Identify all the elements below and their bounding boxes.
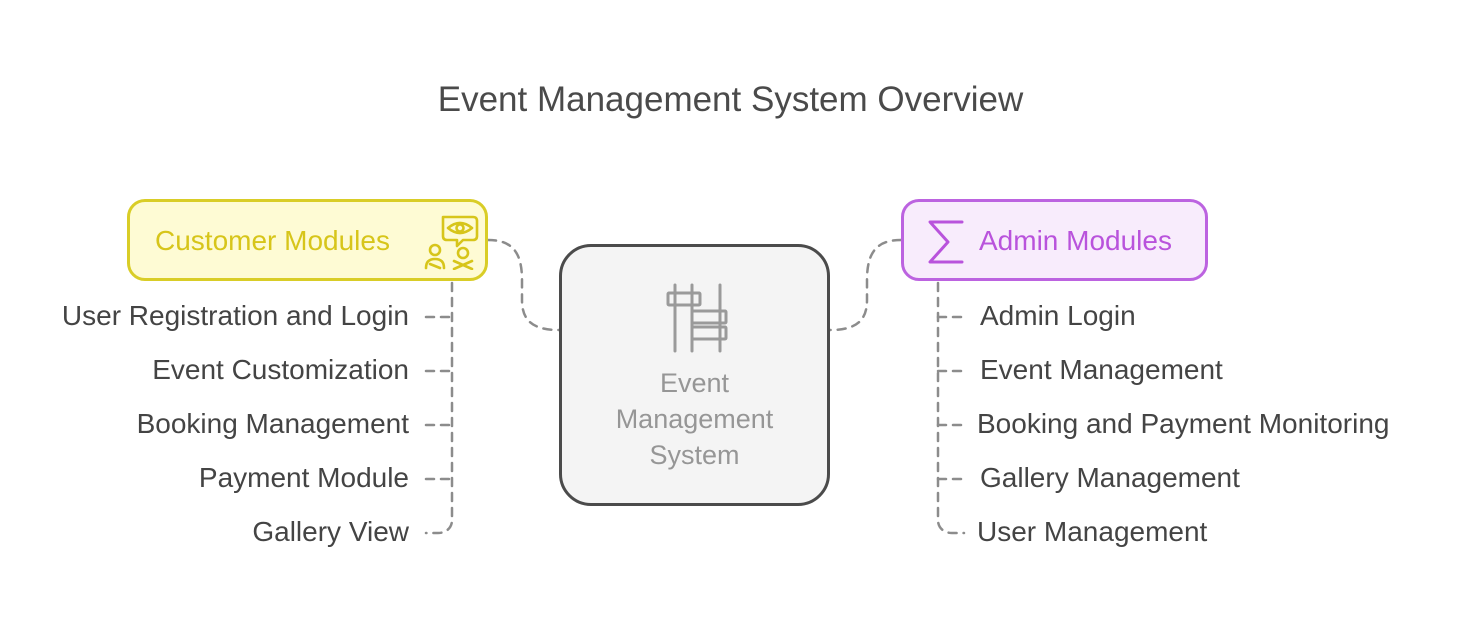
admin-item-gallery-management[interactable]: Gallery Management — [980, 462, 1240, 493]
connector-admin-to-center — [828, 238, 903, 332]
page-title: Event Management System Overview — [437, 80, 1024, 119]
users-eye-icon — [424, 215, 479, 270]
connector-customer-to-center — [486, 238, 561, 332]
admin-modules-label: Admin Modules — [979, 225, 1172, 256]
customer-item-user-registration[interactable]: User Registration and Login — [61, 300, 409, 331]
center-system-box[interactable]: Event Management System — [559, 244, 830, 506]
admin-items-trunk — [936, 281, 966, 535]
timeline-blocks-icon — [666, 283, 728, 353]
customer-item-gallery-view[interactable]: Gallery View — [252, 516, 409, 547]
center-label-line-1: Event — [659, 368, 730, 398]
customer-modules-label: Customer Modules — [155, 225, 390, 256]
admin-modules-box[interactable]: Admin Modules — [901, 199, 1208, 281]
admin-item-user-management[interactable]: User Management — [977, 516, 1208, 547]
center-label-line-3: System — [649, 440, 740, 470]
customer-modules-box[interactable]: Customer Modules — [127, 199, 488, 281]
center-system-label: Event Management System — [562, 365, 827, 473]
admin-item-booking-payment-monitoring[interactable]: Booking and Payment Monitoring — [977, 408, 1390, 439]
sigma-icon — [928, 220, 964, 264]
customer-item-payment-module[interactable]: Payment Module — [198, 462, 409, 493]
center-label-line-2: Management — [615, 404, 774, 434]
customer-item-booking-management[interactable]: Booking Management — [136, 408, 409, 439]
admin-item-admin-login[interactable]: Admin Login — [980, 300, 1136, 331]
customer-items-trunk — [424, 281, 454, 535]
admin-item-event-management[interactable]: Event Management — [980, 354, 1223, 385]
customer-item-event-customization[interactable]: Event Customization — [152, 354, 409, 385]
